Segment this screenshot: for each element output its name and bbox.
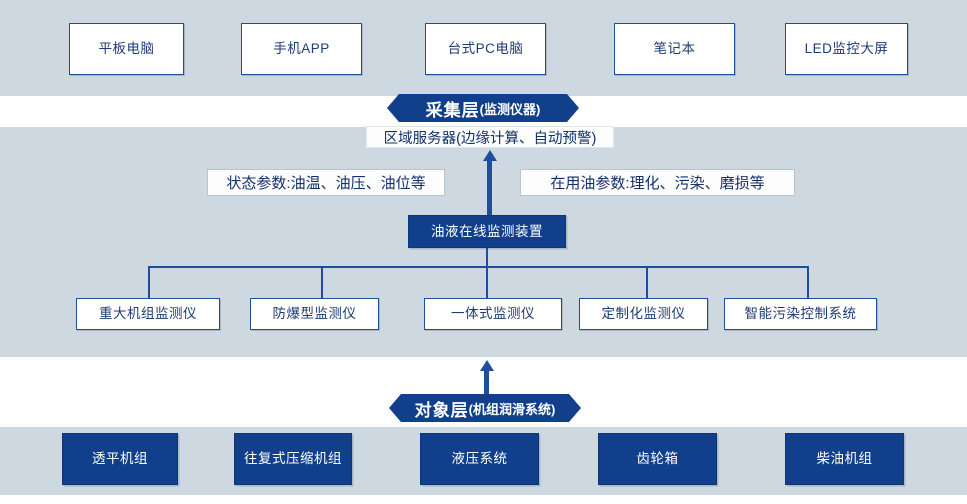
object-node-diesel-unit-label: 柴油机组: [816, 451, 873, 467]
instrument-customized-monitor[interactable]: 定制化监测仪: [579, 298, 708, 330]
annotation-inuse-oil-parameters-text: 在用油参数:理化、污染、磨损等: [550, 175, 765, 192]
object-to-collection-arrow-shaft: [484, 370, 489, 395]
tree-bus-line: [148, 266, 809, 268]
object-node-gearbox[interactable]: 齿轮箱: [598, 433, 717, 485]
instrument-smart-contamination-control-label: 智能污染控制系统: [744, 306, 857, 322]
collection-banner-title: 采集层: [425, 100, 480, 120]
object-banner-subtitle: (机组润滑系统): [468, 401, 556, 417]
object-node-turbine-unit[interactable]: 透平机组: [62, 433, 178, 485]
object-node-hydraulic-system-label: 液压系统: [451, 451, 508, 467]
object-node-gearbox-label: 齿轮箱: [636, 451, 679, 467]
annotation-inuse-oil-parameters[interactable]: 在用油参数:理化、污染、磨损等: [520, 169, 795, 196]
instrument-explosion-proof-monitor-label: 防爆型监测仪: [272, 306, 357, 322]
app-node-desktop-pc-label: 台式PC电脑: [447, 41, 524, 57]
instrument-explosion-proof-monitor[interactable]: 防爆型监测仪: [250, 298, 379, 330]
tree-branch-1: [148, 266, 150, 299]
app-node-laptop[interactable]: 笔记本: [614, 23, 735, 75]
object-node-hydraulic-system[interactable]: 液压系统: [420, 433, 539, 485]
app-node-tablet-label: 平板电脑: [98, 41, 155, 57]
object-node-diesel-unit[interactable]: 柴油机组: [785, 433, 904, 485]
object-node-reciprocating-compressor-label: 往复式压缩机组: [244, 451, 342, 467]
instrument-integrated-monitor[interactable]: 一体式监测仪: [424, 298, 562, 330]
collection-banner-subtitle: (监测仪器): [479, 101, 541, 117]
app-node-led-screen-label: LED监控大屏: [804, 41, 889, 57]
regional-server-text: 区域服务器(边缘计算、自动预警): [383, 130, 597, 147]
oil-online-monitoring-device[interactable]: 油液在线监测装置: [408, 215, 566, 248]
object-banner-title: 对象层: [414, 400, 469, 420]
app-node-desktop-pc[interactable]: 台式PC电脑: [425, 23, 546, 75]
tree-branch-2: [321, 266, 323, 299]
app-node-mobile-app-label: 手机APP: [273, 41, 330, 57]
instrument-customized-monitor-label: 定制化监测仪: [601, 306, 686, 322]
instrument-major-unit-monitor-label: 重大机组监测仪: [99, 306, 197, 322]
tree-branch-4: [646, 266, 648, 299]
app-node-mobile-app[interactable]: 手机APP: [241, 23, 362, 75]
tree-branch-3: [486, 266, 488, 299]
device-to-server-arrow-shaft: [487, 160, 492, 215]
collection-layer-banner: 采集层(监测仪器): [387, 94, 579, 122]
object-to-collection-arrow-head: [479, 360, 494, 371]
instrument-smart-contamination-control[interactable]: 智能污染控制系统: [724, 298, 877, 330]
object-node-turbine-unit-label: 透平机组: [92, 451, 148, 467]
annotation-status-parameters[interactable]: 状态参数:油温、油压、油位等: [207, 169, 445, 196]
device-to-server-arrow-head: [482, 150, 497, 161]
annotation-status-parameters-text: 状态参数:油温、油压、油位等: [226, 175, 426, 192]
regional-server-label[interactable]: 区域服务器(边缘计算、自动预警): [366, 126, 614, 148]
instrument-integrated-monitor-label: 一体式监测仪: [451, 306, 535, 322]
app-node-tablet[interactable]: 平板电脑: [69, 23, 184, 75]
app-node-laptop-label: 笔记本: [653, 41, 696, 57]
object-node-reciprocating-compressor[interactable]: 往复式压缩机组: [234, 433, 352, 485]
oil-online-monitoring-device-label: 油液在线监测装置: [431, 223, 543, 239]
object-layer-banner: 对象层(机组润滑系统): [389, 394, 581, 422]
tree-branch-5: [807, 266, 809, 299]
app-node-led-screen[interactable]: LED监控大屏: [785, 23, 908, 75]
instrument-major-unit-monitor[interactable]: 重大机组监测仪: [76, 298, 220, 330]
tree-trunk-line: [486, 248, 488, 267]
